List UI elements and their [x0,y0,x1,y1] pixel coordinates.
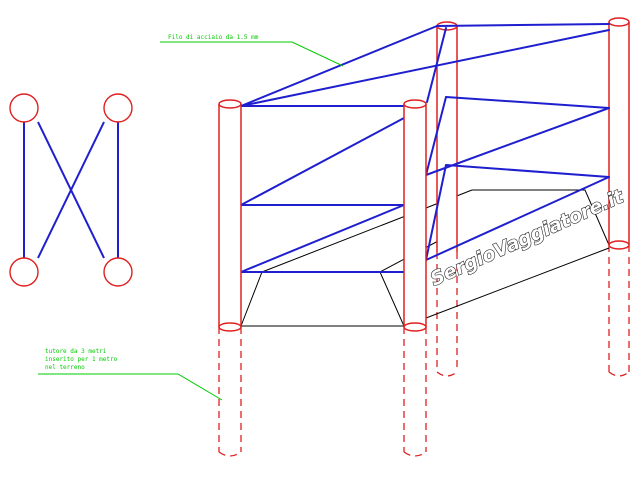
underground-stake-front-left [218,327,242,457]
stake-label-line-3: nel terreno [45,364,85,371]
plan-wires [23,108,119,272]
underground-stake-front-right [403,327,427,457]
stake-label-line-2: inserito per 1 metro [45,356,118,363]
plan-post-bottom-left [9,257,39,287]
underground-stake-back-left [436,252,458,377]
post-back-left [436,21,458,252]
stake-label: tutore da 3 metri inserito per 1 metro n… [45,348,121,371]
post-front-right [403,99,427,332]
stake-leader-line [38,373,223,401]
back-posts [436,17,630,252]
stake-annotation: tutore da 3 metri inserito per 1 metro n… [38,348,223,401]
plan-post-top-right [103,93,133,123]
wire-annotation: Filo di acciaio da 1.5 mm [160,34,344,67]
underground-stake-back-right [608,245,630,377]
underground-stakes [218,245,630,457]
wire-leader-line [160,41,344,67]
plan-view [9,93,133,287]
wire-label: Filo di acciaio da 1.5 mm [168,34,259,41]
steel-wires [240,23,610,273]
plan-post-circles [9,93,133,287]
post-front-left [218,99,242,332]
plan-post-top-left [9,93,39,123]
post-back-right [608,17,630,250]
front-posts [218,99,427,332]
plan-post-bottom-right [103,257,133,287]
stake-label-line-1: tutore da 3 metri [45,348,107,355]
